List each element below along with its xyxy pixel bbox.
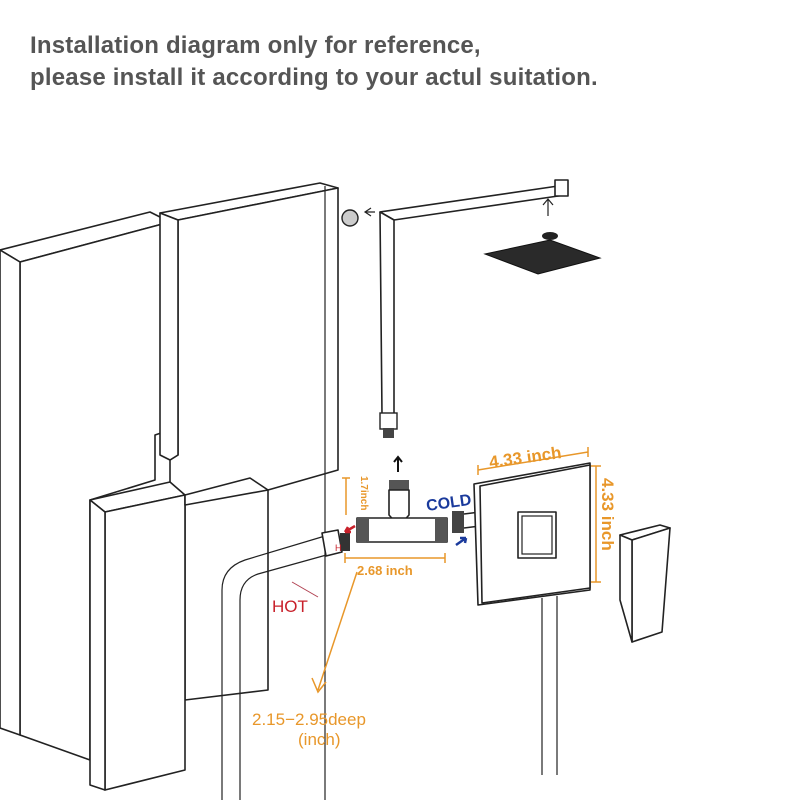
title-line-2: please install it according to your actu… xyxy=(30,64,598,91)
arrow-up-icon xyxy=(542,198,554,216)
tee-fitting xyxy=(356,480,481,543)
plate-width-label: 4.33 inch xyxy=(488,443,563,472)
title-line-1: Installation diagram only for reference, xyxy=(30,32,481,59)
shower-head xyxy=(483,239,602,275)
cover-plate xyxy=(455,462,591,775)
cold-label: COLD xyxy=(425,492,472,515)
hot-arrow-icon xyxy=(343,524,356,534)
tee-height-label: 1.7inch xyxy=(358,476,369,510)
tee-width-label: 2.68 inch xyxy=(357,563,413,578)
depth-unit-label: (inch) xyxy=(298,730,341,749)
hot-pipe xyxy=(221,524,356,800)
cold-arrow-icon xyxy=(455,536,468,547)
dimensions xyxy=(311,447,601,694)
depth-label: 2.15−2.95deep xyxy=(252,710,366,729)
arrow-up-icon xyxy=(393,455,403,472)
hot-label: HOT xyxy=(272,597,308,616)
hot-marker: H xyxy=(335,543,342,553)
handle xyxy=(619,524,671,643)
shower-arm xyxy=(341,179,602,472)
plate-height-label: 4.33 inch xyxy=(598,478,617,551)
wall-flange-icon xyxy=(341,209,359,227)
wall-blocks xyxy=(0,182,339,800)
